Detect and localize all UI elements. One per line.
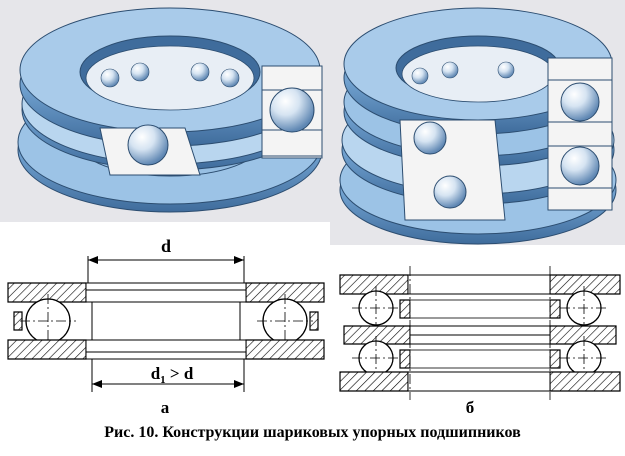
ball-render-front-upper	[413, 121, 447, 155]
label-b: б	[466, 398, 475, 417]
label-d: d	[161, 236, 171, 256]
drawing-a: d d1 > d а	[7, 236, 325, 417]
label-d1: d1 > d	[151, 364, 194, 386]
ball-render-front-lower	[433, 175, 467, 209]
ball-render-lower-right	[560, 146, 600, 186]
ball-render-front	[127, 124, 169, 166]
ball-render-upper-right	[560, 82, 600, 122]
drawing-b: б	[339, 266, 621, 417]
label-a: а	[161, 398, 170, 417]
ball-render-right	[269, 87, 315, 133]
bearing-render-double	[330, 0, 625, 245]
bearing-render-single	[0, 0, 330, 222]
figure-caption: Рис. 10. Конструкции шариковых упорных п…	[104, 424, 521, 441]
